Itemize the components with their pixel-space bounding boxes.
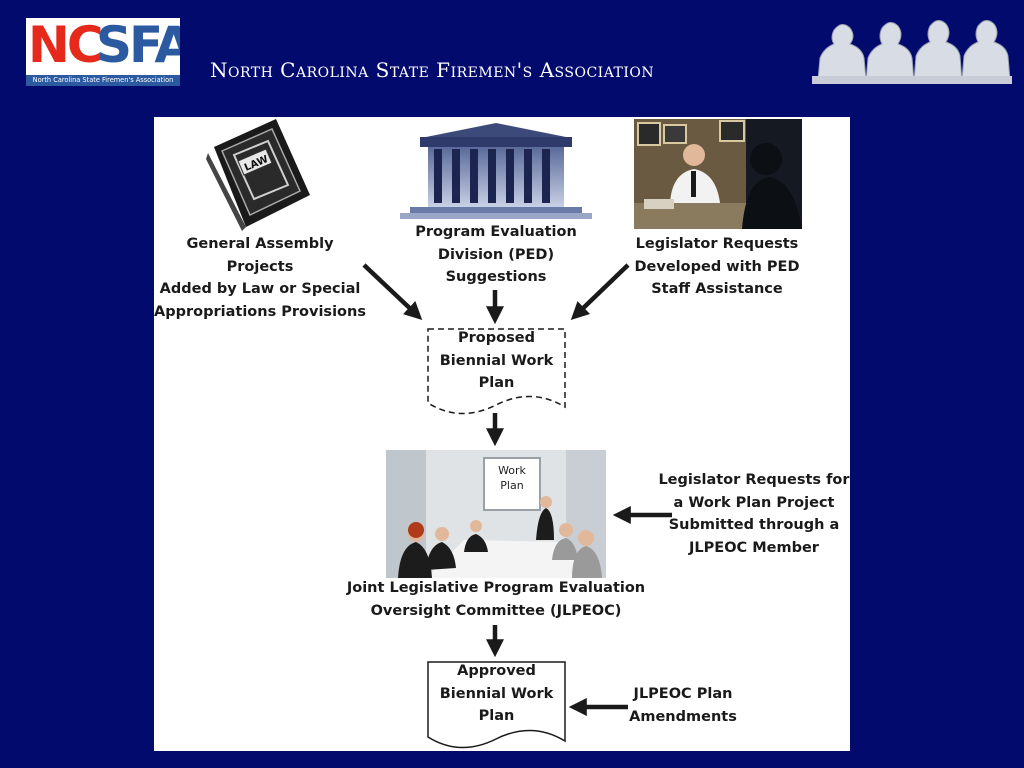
firefighter-silhouettes-image: [808, 10, 1018, 88]
logo-nc-text: NC: [28, 18, 104, 74]
committee-label: Joint Legislative Program Evaluation Ove…: [346, 580, 646, 619]
proposed-plan-label: Proposed Biennial Work Plan: [439, 330, 554, 391]
approved-plan-label: Approved Biennial Work Plan: [439, 663, 554, 724]
member-requests-label: Legislator Requests for a Work Plan Proj…: [658, 472, 850, 556]
flow-arrows: [362, 263, 672, 749]
proposed-plan-document-shape: [427, 328, 566, 415]
logo-subtitle: North Carolina State Firemen's Associati…: [26, 75, 180, 86]
workflow-diagram-panel: LAW Ge: [154, 117, 850, 751]
header-title: North Carolina State Firemen's Associati…: [210, 58, 655, 82]
source-legislator-label: Legislator Requests Developed with PED S…: [634, 236, 800, 297]
committee-meeting-photo: [386, 450, 606, 578]
logo-sfa-text: SFA: [96, 18, 180, 74]
approved-plan-document-shape: [427, 661, 566, 749]
meeting-board-text: Work Plan: [498, 464, 526, 492]
source-law-label: General Assembly Projects Added by Law o…: [154, 236, 366, 320]
legislator-office-photo: [634, 119, 802, 229]
law-book-icon: LAW: [206, 119, 310, 231]
source-ped-label: Program Evaluation Division (PED) Sugges…: [415, 224, 577, 285]
plan-amendments-label: JLPEOC Plan Amendments: [629, 686, 737, 725]
ncsfa-logo: NC SFA North Carolina State Firemen's As…: [26, 18, 180, 86]
government-building-icon: [400, 123, 592, 219]
